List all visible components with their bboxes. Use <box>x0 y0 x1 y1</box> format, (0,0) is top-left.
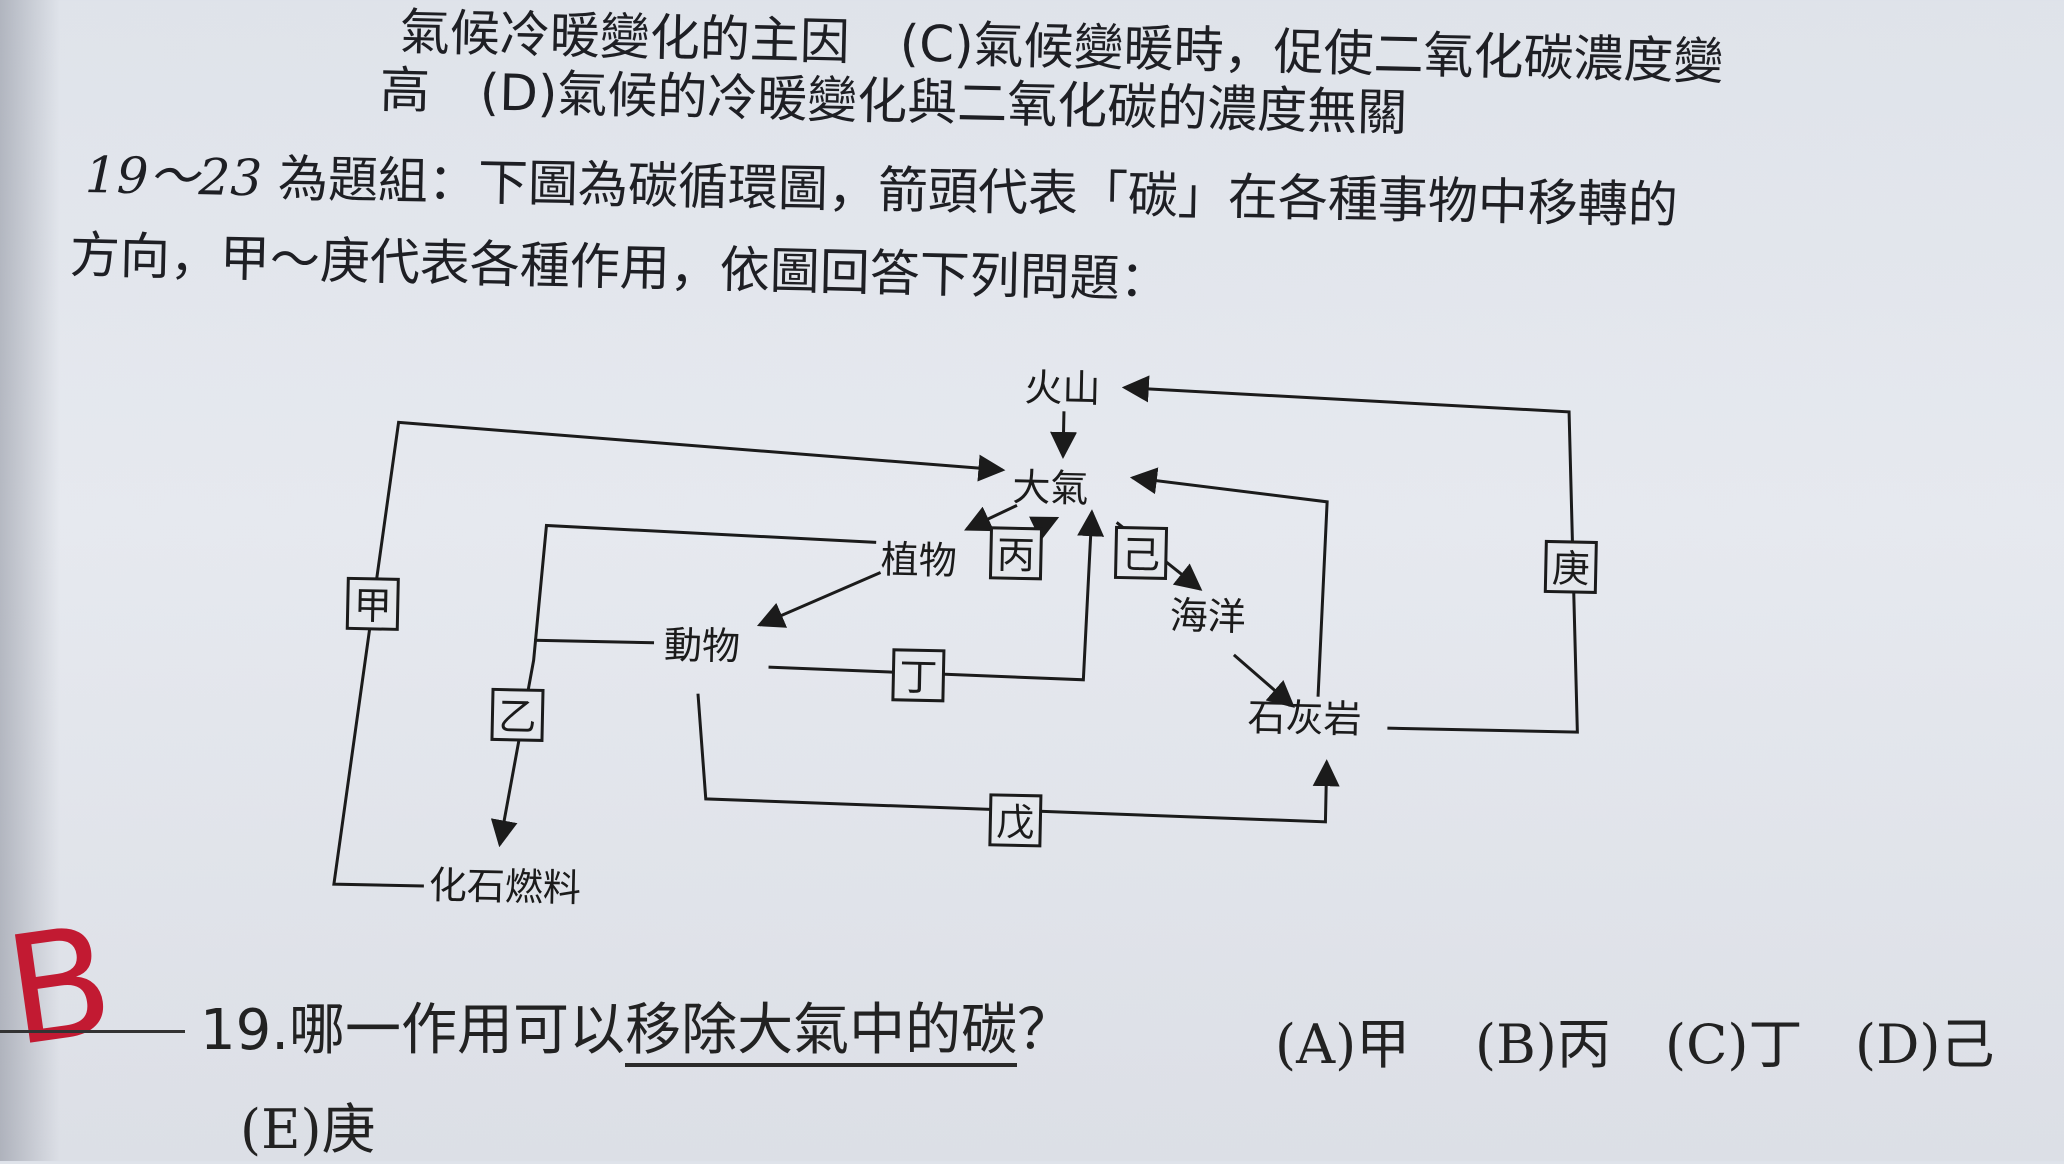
node-animals: 動物 <box>664 623 741 669</box>
arrow-bing-down <box>964 503 1018 532</box>
question-19-start: 19.哪一作用可以 <box>200 998 626 1063</box>
option-d: (D)己 <box>1855 1013 1995 1076</box>
process-ding-box: 丁 <box>891 648 946 703</box>
option-b: (B)丙 <box>1475 1013 1611 1076</box>
node-volcano: 火山 <box>1024 365 1101 411</box>
line-animals-yi <box>534 638 655 645</box>
arrow-volcano-atmosphere <box>1050 411 1078 459</box>
arrow-ding <box>768 509 1105 682</box>
process-ji-box: 己 <box>1113 525 1169 580</box>
process-yi: 乙 <box>498 695 537 740</box>
question-19-underlined: 移除大氣中的碳 <box>625 998 1018 1067</box>
option-a: (A)甲 <box>1275 1013 1411 1076</box>
process-jia: 甲 <box>353 583 392 628</box>
process-geng: 庚 <box>1551 547 1590 592</box>
arrow-geng <box>1121 375 1579 734</box>
question-19: 19.哪一作用可以移除大氣中的碳？ <box>200 985 1074 1067</box>
process-jia-box: 甲 <box>345 576 400 631</box>
process-bing: 丙 <box>996 533 1035 578</box>
process-wu-box: 戊 <box>988 793 1043 848</box>
node-plants: 植物 <box>880 538 957 584</box>
process-bing-box: 丙 <box>988 526 1044 581</box>
node-limestone: 石灰岩 <box>1247 695 1362 741</box>
arrow-limestone-atmosphere <box>1129 467 1329 697</box>
arrow-yi <box>490 523 877 848</box>
node-atmosphere: 大氣 <box>1012 465 1089 511</box>
process-yi-box: 乙 <box>490 687 545 742</box>
option-c: (C)丁 <box>1665 1013 1803 1076</box>
option-e: (E)庚 <box>240 1098 376 1161</box>
process-ding: 丁 <box>899 655 938 700</box>
arrow-jia <box>332 420 1006 888</box>
process-wu: 戊 <box>996 800 1035 845</box>
node-ocean: 海洋 <box>1169 594 1246 640</box>
node-fossil-fuel: 化石燃料 <box>428 863 581 910</box>
process-geng-box: 庚 <box>1543 539 1598 594</box>
arrow-plants-animals <box>756 571 882 628</box>
process-ji: 己 <box>1122 533 1161 578</box>
answer-blank-line <box>0 1030 185 1033</box>
page-shadow <box>0 0 60 1161</box>
question-19-end: ？ <box>1017 998 1074 1063</box>
arrow-ocean-limestone <box>1232 653 1295 708</box>
